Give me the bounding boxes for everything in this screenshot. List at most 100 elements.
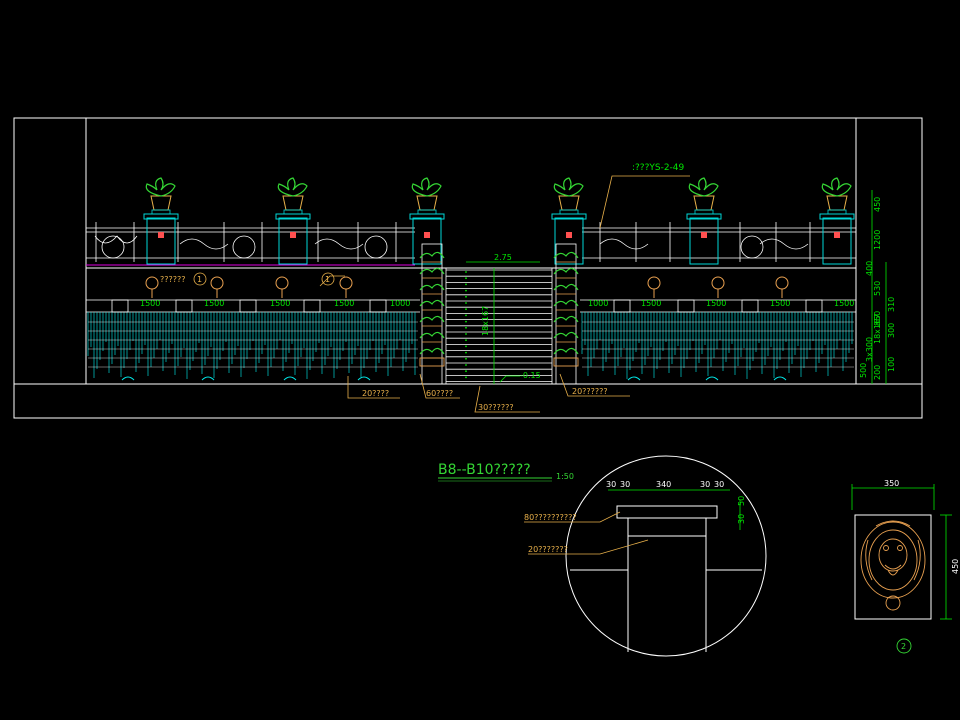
stair-marker (465, 271, 467, 273)
side-dimension-chain (871, 190, 887, 384)
spacing-label: 1500 (641, 299, 661, 308)
lamp-globe (210, 276, 224, 290)
lamp-globe (647, 276, 661, 290)
climbing-plant (419, 347, 445, 355)
plant-foliage (553, 177, 584, 197)
stair-marker (465, 277, 467, 280)
plant-foliage (277, 177, 308, 197)
lower-wall (86, 299, 856, 313)
railing-right (582, 222, 856, 262)
pedestal (303, 299, 321, 313)
section-top-dim: 30 (700, 480, 710, 489)
column-base (553, 357, 579, 367)
stair-marker (465, 289, 467, 292)
callout-left-number: 1 (197, 275, 202, 284)
section-label-body: 20??????? (528, 545, 568, 554)
spacing-label: 1500 (140, 299, 160, 308)
stair-columns (419, 243, 579, 385)
stair-dim-line (466, 261, 540, 384)
stairs (445, 268, 553, 384)
spacing-label: 1500 (334, 299, 354, 308)
climbing-plant (419, 283, 445, 291)
section-title: B8--B10????? (438, 462, 531, 478)
climbing-plant (553, 331, 579, 339)
pedestal (175, 299, 193, 313)
lamp-globe (711, 276, 725, 290)
plant-foliage (411, 177, 442, 197)
post-body (412, 217, 442, 265)
stair-marker (465, 295, 467, 298)
bottom-label-2: 60???? (426, 389, 453, 398)
plant-foliage (688, 177, 719, 197)
climbing-plant (553, 299, 579, 307)
pedestal (111, 299, 129, 313)
climbing-plant (419, 251, 445, 259)
post-body (554, 217, 584, 265)
planter-base (417, 209, 437, 215)
spacing-label: 1500 (270, 299, 290, 308)
planter-pot (150, 195, 172, 211)
stair-marker (465, 345, 467, 348)
section-scale: 1:50 (556, 472, 574, 481)
stair-marker (465, 339, 467, 342)
planter-pot (282, 195, 304, 211)
post-ornament (290, 232, 296, 238)
climbing-plant (553, 283, 579, 291)
side-dim-label: 18x167 (873, 314, 882, 344)
side-dim-label: 3x300 (865, 337, 874, 362)
stair-marker (465, 320, 467, 323)
post-ornament (834, 232, 840, 238)
cascade-water (87, 312, 854, 379)
side-dim-label: 400 (865, 261, 874, 276)
lion-detail-frame (854, 514, 932, 620)
stair-marker (465, 326, 467, 329)
spacing-label: 1000 (390, 299, 410, 308)
pedestal (677, 299, 695, 313)
stair-column (555, 243, 577, 385)
spacing-label: 1500 (770, 299, 790, 308)
stair-marker (465, 308, 467, 311)
climbing-plant (553, 251, 579, 259)
climbing-plant (419, 299, 445, 307)
spring-light (705, 376, 719, 381)
pedestal (239, 299, 257, 313)
stair-marker (465, 370, 467, 373)
stair-marker (465, 364, 467, 366)
post-ornament (158, 232, 164, 238)
stair-marker (465, 314, 467, 317)
post-body (689, 217, 719, 265)
bottom-label-3: 30?????? (478, 403, 514, 412)
side-dim-label: 1200 (873, 230, 882, 250)
pedestal (805, 299, 823, 313)
upper-posts (143, 177, 855, 265)
planter-base (694, 209, 714, 215)
railing-left (86, 222, 415, 262)
pedestal (613, 299, 631, 313)
planter-base (559, 209, 579, 215)
section-top-dim: 340 (656, 480, 671, 489)
post-ornament (424, 232, 430, 238)
spacing-label: 1500 (834, 299, 854, 308)
climbing-plant (419, 315, 445, 323)
spring-light (357, 376, 371, 381)
climbing-plant (553, 267, 579, 275)
lamp-globe (339, 276, 353, 290)
section-right-dim-1: 50 (737, 496, 746, 506)
side-dim-label: 850 (873, 311, 882, 326)
section-right-dim-2: 30 (737, 514, 746, 524)
spring-light (283, 376, 297, 381)
plant-foliage (145, 177, 176, 197)
stair-marker (465, 357, 467, 360)
lion-height-label: 450 (951, 559, 960, 574)
pedestal (741, 299, 759, 313)
planter-base (151, 209, 171, 215)
lamp-globe (275, 276, 289, 290)
level-label: -0.15 (520, 371, 541, 380)
lamp-globe (145, 276, 159, 290)
lion-head-icon (860, 520, 926, 611)
section-leaders (524, 511, 649, 555)
bottom-label-4: 20?????? (572, 387, 608, 396)
side-dim-label: 200 (873, 365, 882, 380)
